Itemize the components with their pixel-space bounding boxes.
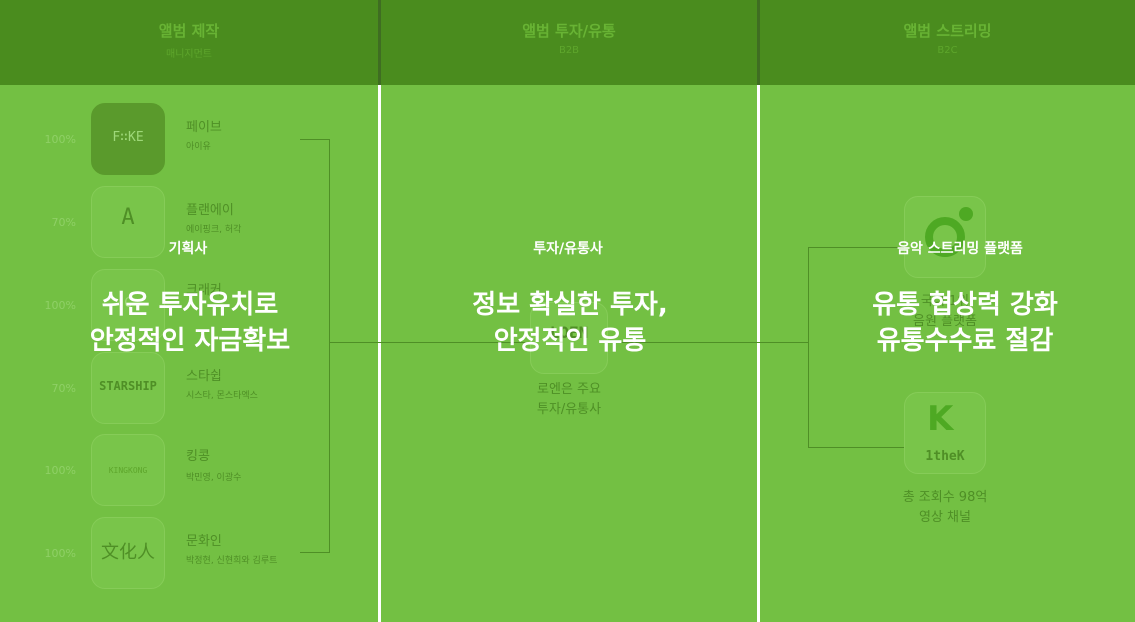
loen-caption: 로엔은 주요 투자/유통사 bbox=[536, 382, 602, 417]
connector-line bbox=[808, 247, 809, 447]
company-name: 플랜에이 bbox=[186, 203, 234, 218]
header-bar bbox=[0, 0, 1135, 85]
company-row: 100% KINGKONG 킹콩 박민영, 이광수 bbox=[0, 432, 378, 516]
column-title: 앨범 투자/유통 bbox=[522, 22, 616, 40]
category-label: 투자/유통사 bbox=[533, 241, 603, 257]
melon-caption: 국내 1위 음원 플랫폼 bbox=[913, 294, 977, 329]
headline: 유통 협상력 강화 유통수수료 절감 bbox=[872, 290, 1058, 356]
onethek-logo-icon: 1theK bbox=[925, 449, 965, 464]
connector-line bbox=[808, 247, 904, 248]
company-artists: 박정현, 신현희와 김루트 bbox=[186, 556, 278, 566]
fave-logo-icon: F∷KE bbox=[112, 130, 144, 145]
panel-streaming bbox=[760, 85, 1135, 622]
ownership-percent: 100% bbox=[44, 464, 76, 477]
ownership-percent: 100% bbox=[44, 133, 76, 146]
cracker-logo-icon: C bbox=[124, 296, 132, 311]
column-subtitle: B2C bbox=[937, 45, 958, 56]
k-letter-icon: K bbox=[927, 399, 954, 439]
munhwain-logo-icon: 文化人 bbox=[101, 542, 155, 563]
ownership-percent: 100% bbox=[44, 547, 76, 560]
loen-logo-box: LOEN bbox=[530, 302, 608, 374]
panel-production bbox=[0, 85, 378, 622]
company-row: 100% C 크래커 bbox=[0, 267, 378, 351]
column-divider-top bbox=[757, 0, 760, 85]
plana-logo-icon: A bbox=[121, 205, 135, 230]
company-artists: 박민영, 이광수 bbox=[186, 473, 242, 483]
company-name: 스타쉽 bbox=[186, 369, 222, 384]
headline: 쉬운 투자유치로 안정적인 자금확보 bbox=[89, 290, 291, 356]
company-logo: STARSHIP bbox=[91, 352, 165, 424]
category-label: 음악 스트리밍 플랫폼 bbox=[897, 241, 1023, 257]
company-name: 킹콩 bbox=[186, 449, 210, 464]
company-row: 70% A 플랜에이 에이핑크, 허각 bbox=[0, 184, 378, 268]
column-title: 앨범 제작 bbox=[158, 22, 220, 40]
column-header-streaming: 앨범 스트리밍 B2C bbox=[760, 0, 1135, 85]
melon-logo-icon bbox=[925, 217, 965, 257]
melon-logo-box bbox=[904, 196, 986, 278]
melon-dot-icon bbox=[959, 207, 973, 221]
company-row: 70% STARSHIP 스타쉽 시스타, 몬스타엑스 bbox=[0, 350, 378, 434]
company-artists: 시스타, 몬스타엑스 bbox=[186, 391, 258, 401]
column-divider bbox=[378, 0, 381, 622]
company-logo: 文化人 bbox=[91, 517, 165, 589]
company-logo: KINGKONG bbox=[91, 434, 165, 506]
kingkong-logo-icon: KINGKONG bbox=[108, 466, 148, 475]
company-artists: 아이유 bbox=[186, 142, 211, 152]
column-title: 앨범 스트리밍 bbox=[903, 22, 992, 40]
company-logo: F∷KE bbox=[91, 103, 165, 175]
column-subtitle: B2B bbox=[558, 45, 580, 56]
starship-logo-icon: STARSHIP bbox=[99, 379, 157, 393]
company-name: 페이브 bbox=[186, 120, 222, 135]
headline: 정보 확실한 투자, 안정적인 유통 bbox=[472, 290, 668, 356]
onethek-caption: 총 조회수 98억 영상 채널 bbox=[902, 490, 988, 525]
company-name: 크래커 bbox=[186, 283, 222, 298]
loen-logo-icon: LOEN bbox=[549, 323, 589, 342]
company-row: 100% F∷KE 페이브 아이유 bbox=[0, 101, 378, 185]
column-divider-top bbox=[378, 0, 381, 85]
ownership-percent: 70% bbox=[51, 382, 76, 395]
company-artists: 에이핑크, 허각 bbox=[186, 225, 242, 235]
category-label: 기획사 bbox=[168, 241, 208, 257]
connector-line bbox=[808, 447, 904, 448]
ownership-percent: 100% bbox=[44, 299, 76, 312]
company-name: 문화인 bbox=[186, 534, 222, 549]
company-logo: A bbox=[91, 186, 165, 258]
column-header-distribution: 앨범 투자/유통 B2B bbox=[381, 0, 757, 85]
column-subtitle: 매니지먼트 bbox=[166, 49, 212, 60]
company-logo: C bbox=[91, 269, 165, 341]
company-row: 100% 文化人 문화인 박정현, 신현희와 김루트 bbox=[0, 515, 378, 599]
company-bracket-line bbox=[300, 139, 330, 553]
ownership-percent: 70% bbox=[51, 216, 76, 229]
onethek-logo-box: K 1theK bbox=[904, 392, 986, 474]
column-header-production: 앨범 제작 매니지먼트 bbox=[0, 0, 378, 85]
column-divider bbox=[757, 0, 760, 622]
